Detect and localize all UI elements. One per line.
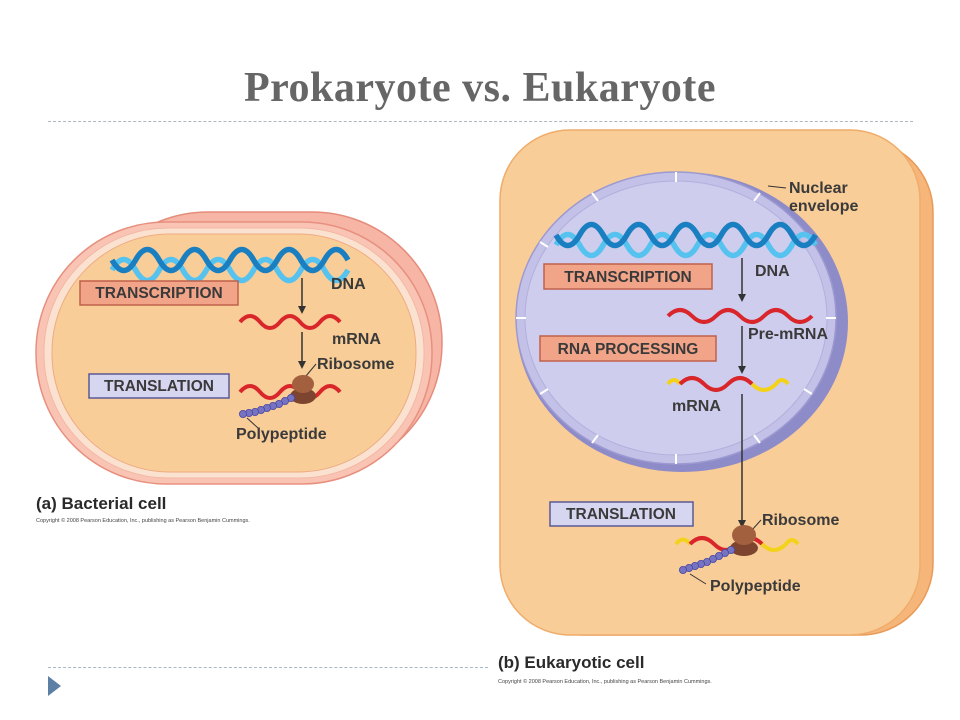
eukaryotic-copyright: Copyright © 2008 Pearson Education, Inc.… — [498, 678, 712, 685]
eukaryotic-dna-helix — [553, 221, 818, 259]
pre-mrna-strand — [666, 308, 814, 324]
bacterial-polypeptide-chain — [238, 393, 295, 418]
nuclear-envelope-label-line1: Nuclear — [789, 180, 848, 197]
bacterial-translation-label: TRANSLATION — [104, 378, 214, 395]
eukaryotic-mrna-strand — [666, 376, 790, 392]
bacterial-mrna-strand — [238, 314, 342, 330]
bacterial-ribosome-label: Ribosome — [317, 356, 394, 373]
bacterial-polypeptide-label: Polypeptide — [236, 426, 327, 443]
nuclear-envelope-label-line2: envelope — [789, 198, 858, 215]
bacterial-transcription-label: TRANSCRIPTION — [95, 285, 222, 302]
bacterial-caption: (a) Bacterial cell — [36, 494, 166, 513]
eukaryotic-transcription-label: TRANSCRIPTION — [564, 269, 691, 286]
bacterial-dna-helix — [109, 246, 351, 284]
bacterial-mrna-label: mRNA — [332, 331, 381, 348]
footer-divider — [48, 667, 488, 668]
nuclear-envelope-pointer — [767, 185, 787, 189]
bacterial-ribosome — [290, 375, 316, 404]
eukaryotic-dna-label: DNA — [755, 263, 790, 280]
bullet-arrow-icon — [48, 676, 61, 696]
bacterial-dna-label: DNA — [331, 276, 366, 293]
eukaryotic-caption: (b) Eukaryotic cell — [498, 653, 644, 672]
bacterial-polypeptide-pointer — [246, 417, 259, 429]
bacterial-translation-box — [88, 373, 230, 399]
eukaryotic-translation-label: TRANSLATION — [566, 506, 676, 523]
eukaryotic-ribosome-pointer — [751, 519, 762, 531]
rna-processing-box — [539, 335, 717, 362]
eukaryotic-mrna-label: mRNA — [672, 398, 721, 415]
nuclear-pores — [516, 172, 836, 464]
bacterial-ribosome-pointer — [305, 363, 317, 377]
eukaryotic-ribosome — [730, 525, 758, 556]
eukaryotic-transcription-box — [543, 263, 713, 290]
bacterial-copyright: Copyright © 2008 Pearson Education, Inc.… — [36, 517, 250, 524]
title-divider — [48, 121, 913, 122]
eukaryotic-translation-box — [549, 501, 694, 527]
pre-mrna-label: Pre-mRNA — [748, 326, 828, 343]
rna-processing-label: RNA PROCESSING — [558, 341, 699, 358]
slide-title: Prokaryote vs. Eukaryote — [243, 65, 716, 111]
bacterial-transcription-box — [79, 280, 239, 306]
eukaryotic-polypeptide-label: Polypeptide — [710, 578, 801, 595]
eukaryotic-polypeptide-chain — [679, 546, 736, 575]
eukaryotic-ribosome-label: Ribosome — [762, 512, 839, 529]
bacterial-translating-mrna — [238, 384, 342, 400]
eukaryotic-polypeptide-pointer — [689, 573, 707, 585]
